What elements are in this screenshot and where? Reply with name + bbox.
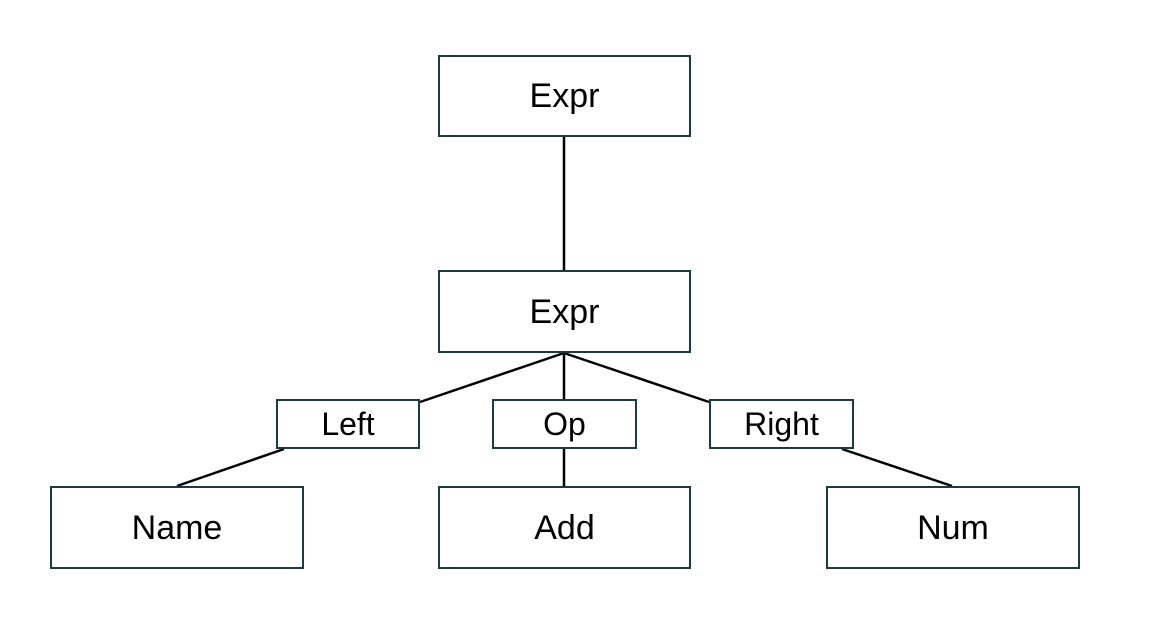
node-op: Op [492,399,637,449]
edge-expr-right [563,351,710,404]
node-name: Name [50,486,304,569]
edge-left-name [176,447,285,488]
node-expr-root: Expr [438,55,691,137]
node-left: Left [276,399,420,449]
edge-expr-left [419,351,565,404]
node-add: Add [438,486,691,569]
edge-right-num [841,447,953,488]
node-num: Num [826,486,1080,569]
node-right: Right [709,399,854,449]
node-expr: Expr [438,270,691,353]
